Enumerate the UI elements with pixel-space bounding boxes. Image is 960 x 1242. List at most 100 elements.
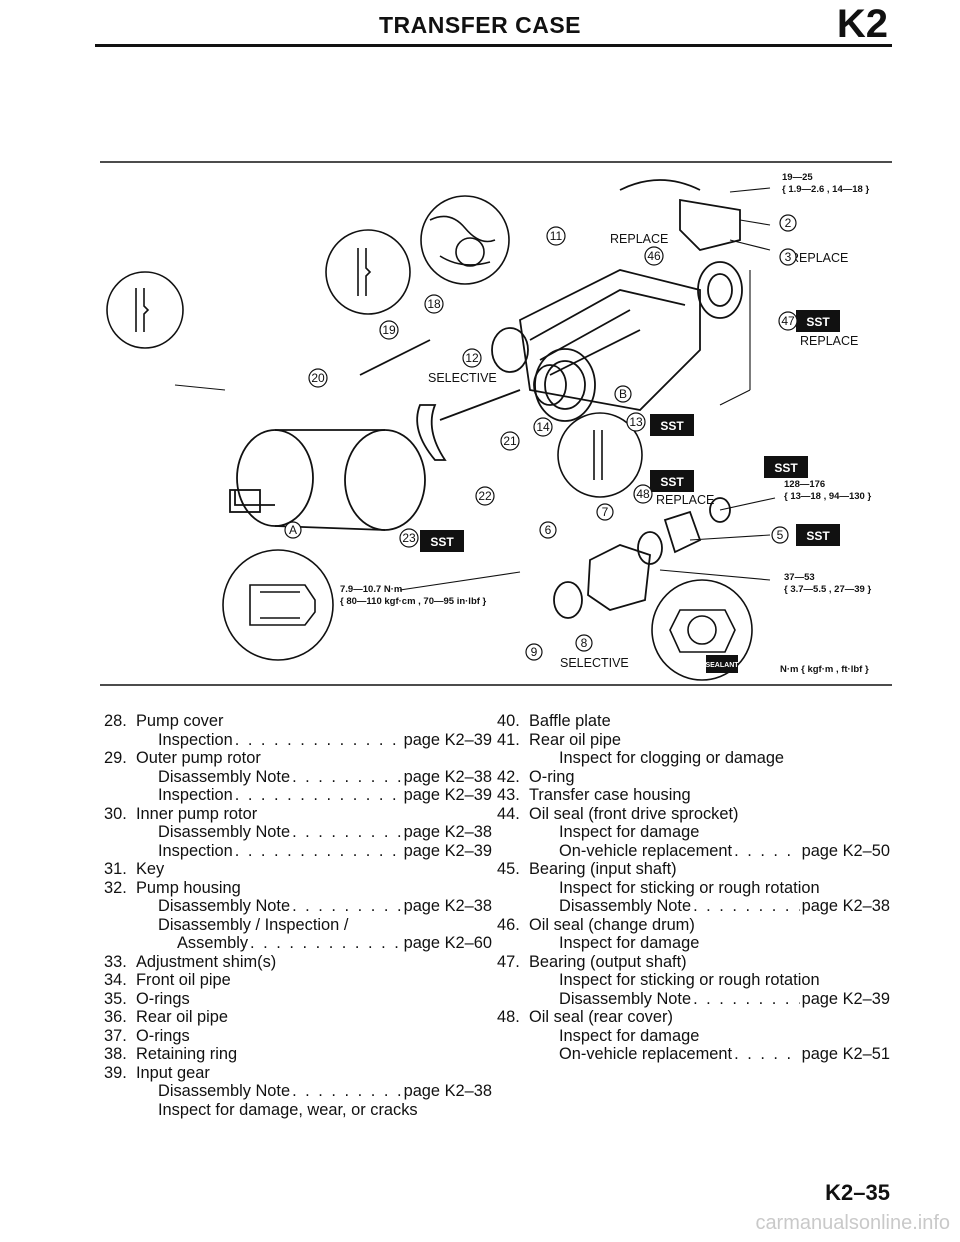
note-text: On-vehicle replacement [559,1045,733,1063]
svg-text:13: 13 [629,415,643,429]
part-name: Oil seal (rear cover) [529,1008,673,1026]
callout-B: B [614,385,632,403]
svg-text:{ 1.9—2.6 , 14—18 }: { 1.9—2.6 , 14—18 } [782,184,869,195]
callout-20: 20 [308,368,328,388]
svg-text:SST: SST [660,475,684,489]
dot-leader [693,990,800,1009]
svg-text:9: 9 [531,645,538,659]
part-item: 28.Pump cover [104,712,492,731]
part-name: Pump housing [136,878,241,897]
svg-text:37—53: 37—53 [784,572,815,583]
dot-leader [235,786,402,805]
svg-text:47: 47 [781,314,795,328]
page-reference: page K2–39 [403,786,492,804]
dot-leader [235,842,402,861]
note-text: Inspect for damage [559,1026,700,1045]
part-item: 33.Adjustment shim(s) [104,953,492,972]
part-number: 41. [497,730,520,749]
svg-text:SST: SST [430,535,454,549]
page-reference: page K2–60 [403,934,492,952]
part-note: Inspect for clogging or damage [497,749,890,768]
page-reference: page K2–38 [801,897,890,915]
dot-leader [292,823,402,842]
callout-2: 2 [779,214,797,232]
page-number: K2–35 [825,1180,890,1205]
part-name: Front oil pipe [136,971,231,989]
part-note: Inspect for damage [497,1027,890,1046]
sst-badges: SST SST SST SST SST SST SEALANT [420,310,840,673]
detail-circle-shift-fork [325,229,411,315]
dot-leader [292,1082,402,1101]
transfer-case-housing-drawing [519,179,743,422]
part-item: 40.Baffle plate [497,712,890,731]
svg-text:A: A [289,523,297,537]
part-note: Inspectionpage K2–39 [104,842,492,861]
svg-text:128—176: 128—176 [784,479,825,490]
dot-leader [235,731,402,750]
note-text: Inspect for damage [559,823,700,841]
part-item: 41.Rear oil pipe [497,731,890,750]
detail-circle-snap-ring [106,271,184,349]
leader-lines [174,187,776,591]
part-name: Transfer case housing [529,786,691,804]
callout-9: 9 [525,643,543,661]
part-number: 37. [104,1026,127,1045]
part-number: 36. [104,1008,127,1026]
part-item: 46.Oil seal (change drum) [497,916,890,935]
callout-19: 19 [379,320,399,340]
part-name: Oil seal (front drive sprocket) [529,804,739,823]
parts-list-left: 28.Pump coverInspectionpage K2–3929.Oute… [104,712,492,1119]
svg-text:SST: SST [774,461,798,475]
part-item: 42.O-ring [497,768,890,787]
note-text: On-vehicle replacement [559,841,733,860]
part-item: 43.Transfer case housing [497,786,890,805]
part-note: Disassembly Notepage K2–38 [497,897,890,916]
part-number: 29. [104,749,127,767]
svg-text:14: 14 [536,420,550,434]
detail-circle-sealant [651,579,753,681]
svg-text:5: 5 [777,528,784,542]
part-item: 37.O-rings [104,1027,492,1046]
callout-6: 6 [539,521,557,539]
exploded-view-diagram: SST SST SST SST SST SST SEALANT REPLACE … [100,161,892,686]
part-note: Inspectionpage K2–39 [104,731,492,750]
part-note: Assemblypage K2–60 [104,934,492,953]
part-name: Oil seal (change drum) [529,915,695,934]
note-text: Inspect for clogging or damage [559,749,785,767]
svg-text:SST: SST [660,419,684,433]
callout-48: 48 [633,484,653,504]
svg-text:7: 7 [602,505,609,519]
part-note: Inspect for damage [497,823,890,842]
section-code: K2 [836,2,888,46]
svg-text:20: 20 [311,371,325,385]
svg-text:SST: SST [806,529,830,543]
part-note: Disassembly Notepage K2–39 [497,990,890,1009]
part-item: 44.Oil seal (front drive sprocket) [497,805,890,824]
svg-text:B: B [619,387,627,401]
svg-text:SEALANT: SEALANT [705,662,739,669]
part-name: Retaining ring [136,1045,238,1063]
part-name: Bearing (output shaft) [529,952,687,971]
page-reference: page K2–38 [403,897,492,915]
diagram-text-labels: REPLACE REPLACE REPLACE REPLACE SELECTIV… [428,232,858,670]
part-item: 39.Input gear [104,1064,492,1083]
part-number: 32. [104,878,127,897]
part-number: 35. [104,989,127,1008]
part-note: Inspect for damage [497,934,890,953]
page-reference: page K2–38 [403,767,492,786]
svg-text:46: 46 [647,249,661,263]
svg-text:19: 19 [382,323,396,337]
part-number: 48. [497,1008,520,1026]
part-name: Inner pump rotor [136,804,258,823]
part-name: Key [136,860,165,878]
svg-text:REPLACE: REPLACE [800,334,858,348]
svg-text:19—25: 19—25 [782,172,813,183]
part-item: 48. Oil seal (rear cover) [497,1008,890,1027]
dot-leader [292,768,402,787]
callout-12: 12 [462,348,482,368]
page-reference: page K2–39 [403,730,492,749]
part-item: 45.Bearing (input shaft) [497,860,890,879]
torque-specs: 19—25 { 1.9—2.6 , 14—18 } 128—176 { 13—1… [340,172,871,675]
svg-text:2: 2 [785,216,792,230]
